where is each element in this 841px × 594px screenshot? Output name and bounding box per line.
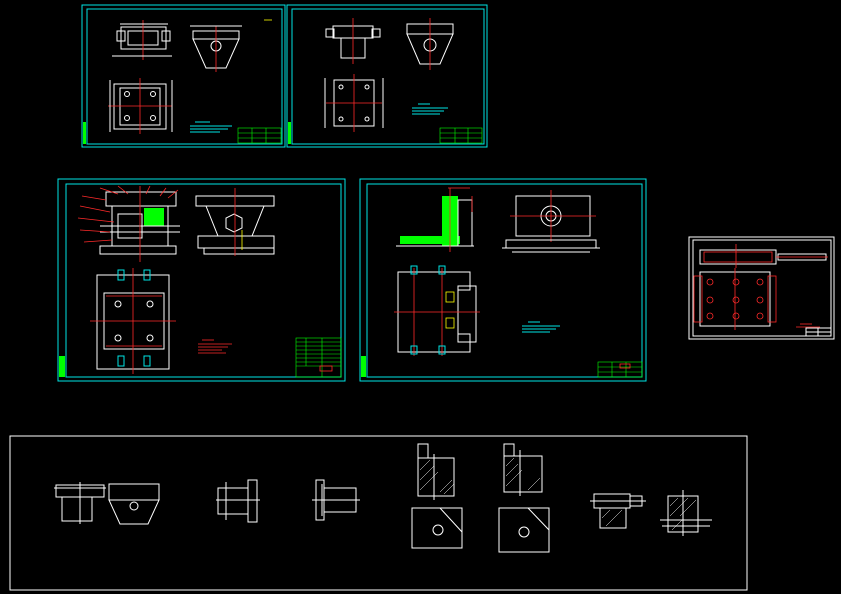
sheet-3-parts-list — [295, 337, 342, 378]
part-1-base-bracket — [54, 482, 160, 525]
sheet-5-notes — [796, 323, 820, 328]
sheet-5-plan-view — [693, 268, 777, 330]
part-5-sectioned-block — [498, 443, 550, 553]
sheet-3-assembly-plan-view — [90, 268, 176, 374]
sheet-2-plan-view — [324, 74, 384, 132]
sheet-3[interactable] — [57, 178, 346, 382]
sheet-1-title-block — [237, 127, 282, 144]
sheet-3-assembly-front-view — [77, 185, 180, 262]
sheet-4-margin-strip — [361, 356, 366, 377]
sheet-2-title-block — [439, 127, 483, 144]
sheet-4-outer-frame — [359, 178, 647, 382]
sheet-3-tech-notes — [198, 339, 232, 354]
parts-panel[interactable] — [9, 435, 748, 591]
sheet-5-outer-frame — [688, 236, 835, 340]
sheet-1-side-view — [190, 25, 242, 72]
sheet-1-front-view — [112, 20, 172, 60]
sheet-2-side-view — [406, 18, 454, 70]
part-6-pin-block — [590, 493, 646, 529]
part-3-shaft-block — [312, 479, 360, 521]
sheet-5-elevation-view — [699, 244, 828, 268]
sheet-2-inner-frame — [291, 8, 485, 145]
sheet-1-margin-strip — [83, 122, 86, 144]
sheet-3-inner-frame — [65, 183, 342, 378]
sheet-2-margin-strip — [288, 122, 291, 144]
sheet-1-tech-notes — [190, 121, 232, 133]
sheet-4-plan-view — [394, 265, 480, 356]
sheet-1[interactable] — [81, 4, 286, 148]
sheet-4-title-block — [597, 361, 643, 378]
sheet-3-outer-frame — [57, 178, 346, 382]
sheet-4[interactable] — [359, 178, 647, 382]
sheet-1-inner-frame — [86, 8, 283, 145]
sheet-2[interactable] — [286, 4, 488, 148]
sheet-4-inner-frame — [366, 183, 643, 378]
sheet-4-section-view — [396, 187, 474, 252]
sheet-3-margin-strip — [59, 356, 65, 377]
sheet-1-plan-view — [108, 78, 173, 134]
part-4-sectioned-block — [411, 443, 463, 549]
sheet-2-tech-notes — [412, 103, 448, 115]
sheet-5[interactable] — [688, 236, 835, 340]
sheet-1-outer-frame — [81, 4, 286, 148]
sheet-3-assembly-side-view — [195, 188, 275, 256]
sheet-5-title-block — [805, 327, 832, 337]
sheet-4-tech-notes — [522, 321, 560, 333]
part-7-sectioned-base — [660, 490, 712, 536]
part-2-flange — [216, 479, 260, 523]
sheet-2-outer-frame — [286, 4, 488, 148]
sheet-5-inner-frame — [692, 239, 832, 337]
sheet-4-top-view — [502, 190, 600, 253]
parts-panel-frame — [9, 435, 748, 591]
sheet-2-front-view — [325, 18, 381, 64]
